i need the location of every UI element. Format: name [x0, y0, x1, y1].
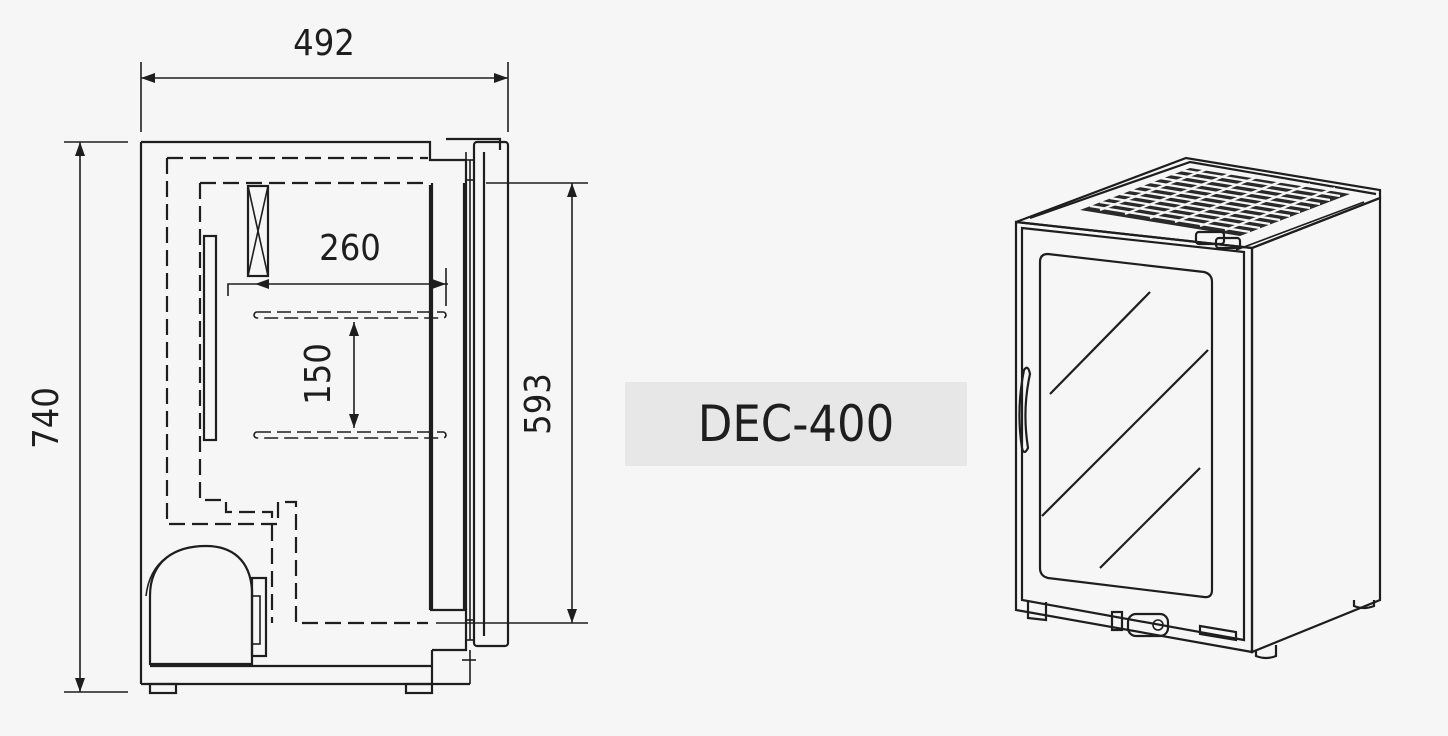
width-label: 492: [293, 23, 355, 64]
model-name: DEC-400: [697, 395, 895, 453]
shelf-depth-label: 260: [319, 228, 381, 269]
shelf-spacing-label: 150: [298, 343, 339, 405]
inner-height-dimension: 593: [436, 182, 588, 624]
evaporator-block: [202, 184, 270, 442]
height-label: 740: [26, 387, 67, 449]
door-section: [446, 137, 510, 648]
inner-liner: [165, 156, 466, 625]
cabinet-isometric: [1014, 156, 1382, 660]
shelf-depth-dimension: 260: [227, 228, 448, 306]
shelves: [253, 311, 447, 439]
cabinet-outline: [139, 140, 476, 695]
side-section-drawing: 492 740 593: [26, 23, 588, 695]
inner-height-label: 593: [518, 373, 559, 435]
model-label-box: DEC-400: [625, 382, 967, 466]
compressor: [145, 544, 268, 666]
height-dimension: 740: [26, 141, 128, 693]
shelf-spacing-dimension: 150: [298, 322, 359, 428]
width-dimension: 492: [140, 23, 509, 132]
top-vent-grid: [1080, 166, 1350, 236]
